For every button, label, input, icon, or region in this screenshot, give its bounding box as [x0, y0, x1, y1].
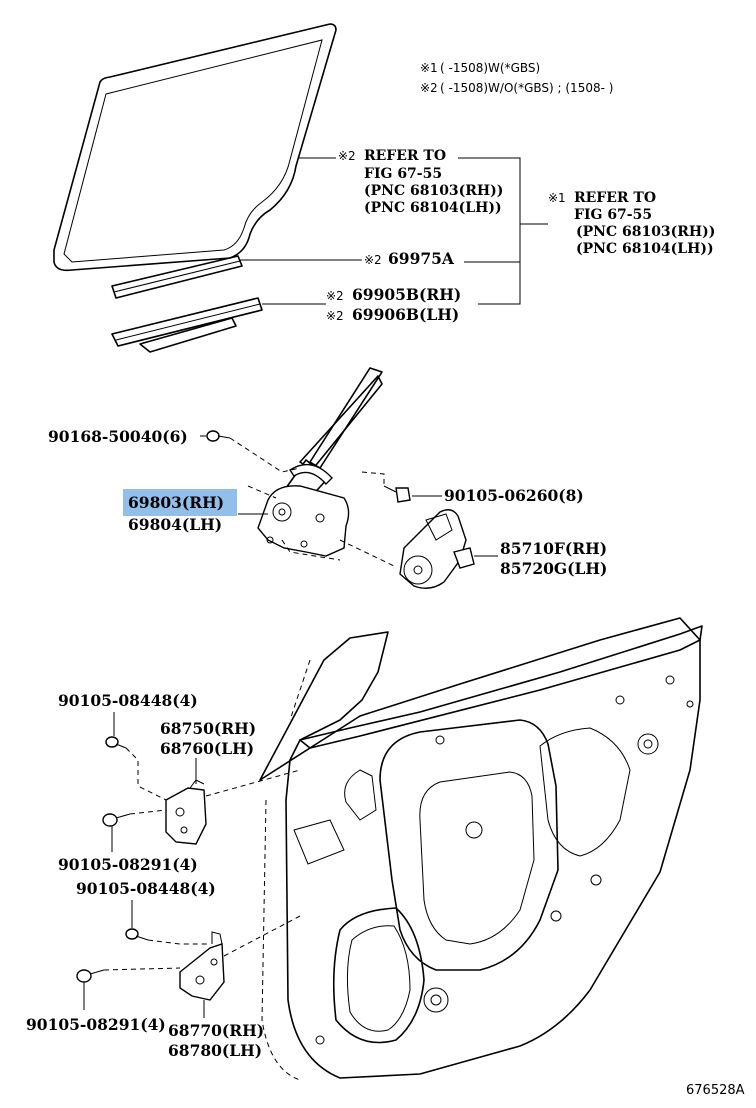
bolt-90105-06260 — [383, 485, 411, 503]
p90105-08448-a-label: 90105-08448(4) — [58, 691, 198, 710]
p68770-label: 68770(RH) — [168, 1021, 264, 1040]
p69905-mark: ※2 — [326, 289, 344, 303]
glass-run-channel-lower — [111, 297, 263, 353]
p90105-08448-b-label: 90105-08448(4) — [76, 879, 216, 898]
refer-front-line4: (PNC 68104(LH)) — [576, 241, 714, 257]
p68760-label: 68760(LH) — [160, 739, 254, 758]
p85710-label: 85710F(RH) — [500, 539, 607, 558]
glass-run-channel-upper — [111, 255, 243, 299]
refer-rear-mark: ※2 — [338, 149, 356, 163]
refer-front-line3: (PNC 68103(RH)) — [576, 224, 715, 240]
p69804-label: 69804(LH) — [128, 515, 222, 534]
p90168-label: 90168-50040(6) — [48, 427, 188, 446]
p69803-label[interactable]: 69803(RH) — [128, 493, 224, 512]
window-motor — [399, 509, 475, 589]
note1-mark: ※1 — [420, 61, 438, 75]
bolt-90105-08291-a — [102, 813, 131, 827]
bracket-connector — [458, 157, 548, 305]
p69906-label: 69906B(LH) — [352, 305, 459, 324]
note1-text: ( -1508)W(*GBS) — [440, 61, 540, 75]
refer-rear-group: ※2 REFER TO FIG 67-55 (PNC 68103(RH)) (P… — [298, 148, 503, 216]
note2-text: ( -1508)W/O(*GBS) ; (1508- ) — [440, 81, 613, 95]
refer-front-line2: FIG 67-55 — [574, 207, 652, 223]
p69905-label: 69905B(RH) — [352, 285, 461, 304]
notes: ※1 ( -1508)W(*GBS) ※2 ( -1508)W/O(*GBS) … — [420, 61, 613, 95]
p69906-mark: ※2 — [326, 309, 344, 323]
door-hinge-lower — [179, 931, 225, 1001]
p90105-08291-b-label: 90105-08291(4) — [26, 1015, 166, 1034]
bolt-90105-08448-a — [105, 736, 127, 749]
bolt-90168 — [206, 430, 231, 442]
bolt-90105-08448-b — [125, 928, 149, 941]
p90105-06260-label: 90105-06260(8) — [444, 486, 584, 505]
figure-id: 676528A — [686, 1083, 745, 1098]
window-regulator — [257, 367, 383, 557]
bolt-90105-08291-b — [76, 969, 105, 983]
door-glass — [53, 23, 337, 272]
p90105-08291-a-label: 90105-08291(4) — [58, 855, 198, 874]
door-hinge-upper — [165, 779, 207, 845]
refer-front-line1: REFER TO — [574, 190, 656, 206]
p68780-label: 68780(LH) — [168, 1041, 262, 1060]
p69975-label: 69975A — [388, 249, 455, 268]
refer-rear-line4: (PNC 68104(LH)) — [364, 200, 502, 216]
p85720-label: 85720G(LH) — [500, 559, 607, 578]
refer-front-mark: ※1 — [548, 191, 566, 205]
refer-rear-line3: (PNC 68103(RH)) — [364, 183, 503, 199]
note2-mark: ※2 — [420, 81, 438, 95]
refer-front-group: ※1 REFER TO FIG 67-55 (PNC 68103(RH)) (P… — [548, 190, 715, 257]
p69975-mark: ※2 — [364, 253, 382, 267]
highlight-69803 — [123, 489, 237, 516]
refer-rear-line2: FIG 67-55 — [364, 166, 442, 182]
p68750-label: 68750(RH) — [160, 719, 256, 738]
door-inner-panel — [259, 617, 703, 1081]
refer-rear-line1: REFER TO — [364, 148, 446, 164]
